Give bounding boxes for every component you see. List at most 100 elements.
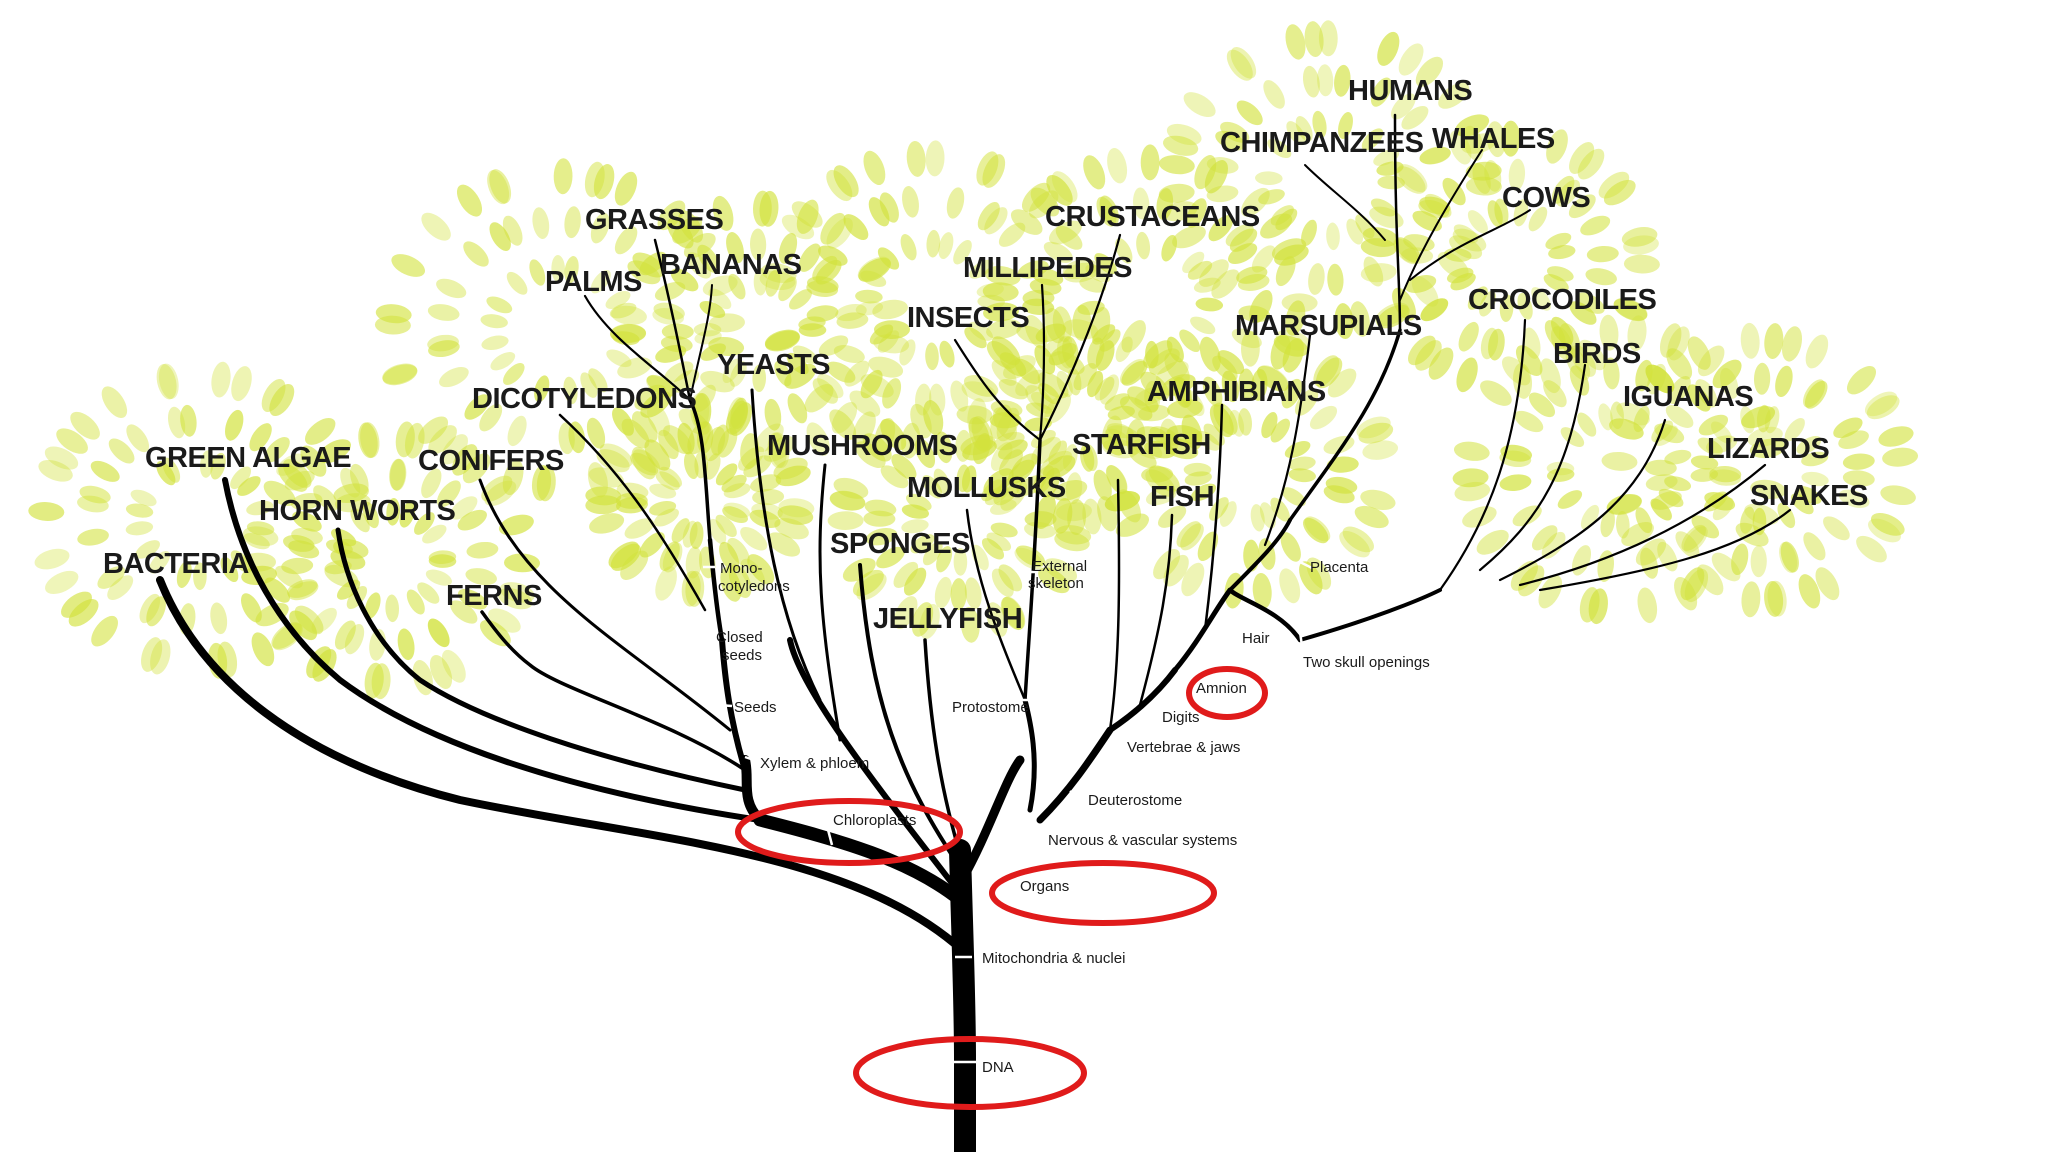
leaf-shape [747,554,775,585]
leaf-shape [812,378,838,404]
leaf-shape [1377,31,1400,66]
leaf-shape [1087,370,1104,398]
leaf-shape [993,431,1025,451]
leaf-shape [480,314,508,329]
leaf-shape [1082,498,1102,535]
leaf-shape [176,561,192,588]
leaf-shape [723,483,751,499]
branch-tetrapods [1172,587,1233,673]
leaf-shape [462,453,491,484]
leaf-shape [1093,469,1112,501]
leaf-shape [1753,362,1771,395]
leaf-shape [1270,497,1290,522]
leaf-shape [818,335,849,356]
leaf-shape [933,468,951,495]
leaf-shape [644,439,671,471]
leaf-shape [350,508,370,533]
leaf-shape [858,257,892,282]
leaf-shape [220,556,239,583]
leaf-shape [389,458,406,491]
leaf-shape [1062,444,1078,472]
leaf-shape [833,477,869,499]
leaf-shape [1635,538,1667,566]
leaf-shape [729,361,747,387]
trait-vertebrae-jaws: Vertebrae & jaws [1127,739,1240,756]
leaf-shape [1263,80,1285,109]
leaf-shape [1202,376,1223,407]
branch-millipedes [1038,283,1046,442]
leaf-shape [406,589,425,615]
leaf-shape [428,340,460,358]
leaf-shape [1513,199,1529,227]
leaf-shape [1044,558,1078,583]
leaf-shape [286,579,318,598]
leaf-shape [1270,205,1294,226]
leaf-shape [1362,440,1399,460]
leaf-shape [1136,231,1151,260]
branch-palms [583,294,692,402]
leaf-shape [1166,399,1203,419]
leaf-shape [1163,554,1189,587]
leaf-shape [240,593,262,623]
leaf-shape [1864,391,1898,417]
leaf-shape [1143,340,1173,369]
leaf-shape [1361,128,1384,151]
leaf-shape [1531,525,1558,551]
leaf-shape [964,327,987,349]
leaf-shape [969,259,994,279]
leaf-shape [1394,237,1421,263]
leaf-shape [193,562,207,591]
leaf-shape [925,140,945,177]
leaf-shape [1376,161,1404,176]
leaf-shape [1313,355,1340,387]
leaf-shape [385,594,400,623]
leaf-shape [1568,194,1596,219]
leaf-shape [1238,368,1255,401]
leaf-shape [1494,198,1509,226]
leaf-shape [1557,490,1583,509]
leaf-shape [1823,516,1850,541]
leaf-shape [1062,336,1079,368]
leaf-shape [778,232,798,264]
leaf-shape [553,158,573,195]
leaf-shape [91,615,118,647]
leaf-shape [1133,187,1150,220]
leaf-shape [1539,358,1561,394]
leaf-shape [1690,468,1719,482]
leaf-shape [778,498,815,518]
leaf-shape [318,439,351,464]
leaf-shape [631,411,658,443]
leaf-shape [529,259,546,286]
tick-deuterostome [1069,790,1081,801]
leaf-shape [590,212,610,244]
leaf-shape [1208,215,1234,242]
leaf-shape [125,521,154,536]
leaf-shape [1585,268,1617,286]
branch-ferns [480,610,747,772]
leaf-shape [1780,541,1799,573]
leaf-shape [399,501,416,528]
leaf-shape [1401,247,1434,264]
leaf-shape [34,548,70,570]
label-dicotyledons: DICOTYLEDONS [472,383,697,415]
trait-monocotyledons-line1: Mono- [720,560,763,577]
leaf-shape [899,339,916,366]
branch-starfish [1108,478,1121,732]
leaf-shape [784,363,817,389]
leaf-shape [1597,550,1615,582]
leaf-shape [1569,301,1597,325]
leaf-shape [1186,198,1207,228]
leaf-shape [1099,195,1119,226]
leaf-shape [237,476,261,496]
leaf-shape [654,508,679,527]
tick-nervous [1026,828,1039,839]
leaf-shape [1304,21,1324,58]
leaf-shape [740,558,766,591]
leaf-shape [1603,357,1620,390]
leaf-shape [655,471,680,491]
leaf-shape [1458,321,1479,352]
leaf-shape [1606,493,1642,515]
leaf-shape [693,322,722,337]
leaf-shape [727,537,750,566]
leaf-shape [652,308,685,325]
